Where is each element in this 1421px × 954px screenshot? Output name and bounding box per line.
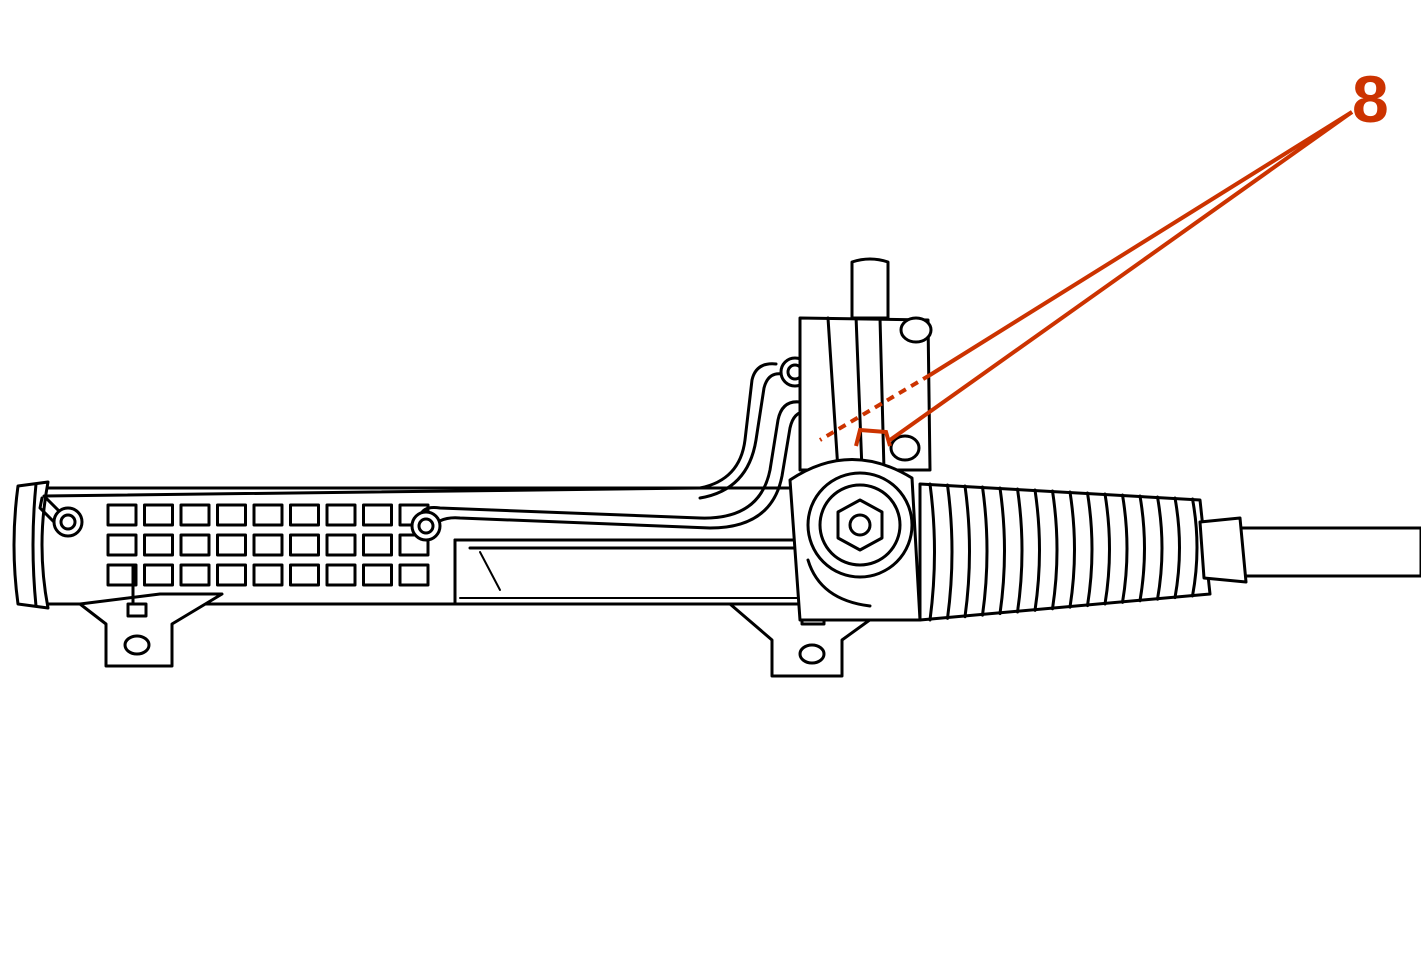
housing-window	[252, 563, 284, 587]
housing-window	[252, 503, 284, 527]
housing-window	[106, 503, 138, 527]
boot-ridge	[1103, 492, 1111, 606]
housing-window	[289, 563, 320, 587]
boot-ridge	[998, 486, 1006, 616]
callout-8: 8	[1352, 62, 1389, 136]
boot-ridge	[1191, 497, 1199, 598]
callout-8-leaders	[818, 110, 1354, 447]
housing-window	[216, 503, 247, 527]
boot-body	[918, 482, 1212, 622]
boot-ridge	[1138, 494, 1146, 603]
housing-window	[143, 503, 174, 527]
boot-ridge	[1121, 493, 1129, 604]
left-mount-bracket	[78, 564, 224, 668]
housing-window	[398, 563, 430, 587]
housing-window	[216, 533, 247, 557]
housing-window	[362, 563, 393, 587]
fluid-lines	[38, 362, 810, 532]
housing-window	[143, 533, 174, 557]
boot-ridge	[1051, 489, 1059, 611]
boot-ridge	[1033, 488, 1041, 612]
housing-window	[289, 503, 320, 527]
housing-window	[106, 563, 138, 587]
housing-window	[362, 503, 393, 527]
housing-grid	[106, 503, 430, 587]
housing-window	[325, 563, 357, 587]
boot-ridge	[946, 483, 954, 620]
boot-ridge	[1156, 495, 1164, 601]
housing-window	[362, 533, 393, 557]
boot-ridge	[1086, 491, 1094, 608]
housing-window	[179, 503, 211, 527]
boot-ridge	[963, 484, 971, 619]
boot-ridge	[1068, 490, 1076, 609]
housing-window	[143, 563, 174, 587]
housing-window	[179, 563, 211, 587]
housing-window	[325, 533, 357, 557]
housing-window	[252, 533, 284, 557]
housing-window	[289, 533, 320, 557]
housing-window	[216, 563, 247, 587]
housing-window	[106, 533, 138, 557]
boot-ridge	[981, 485, 989, 617]
housing-window	[325, 503, 357, 527]
housing-window	[179, 533, 211, 557]
boot-ridge	[1016, 487, 1024, 614]
tie-rod	[1198, 516, 1421, 584]
pinion-housing	[788, 458, 922, 622]
boot-ridge	[1173, 496, 1181, 600]
rack-boot	[918, 482, 1212, 622]
boot-ridge	[928, 482, 936, 622]
